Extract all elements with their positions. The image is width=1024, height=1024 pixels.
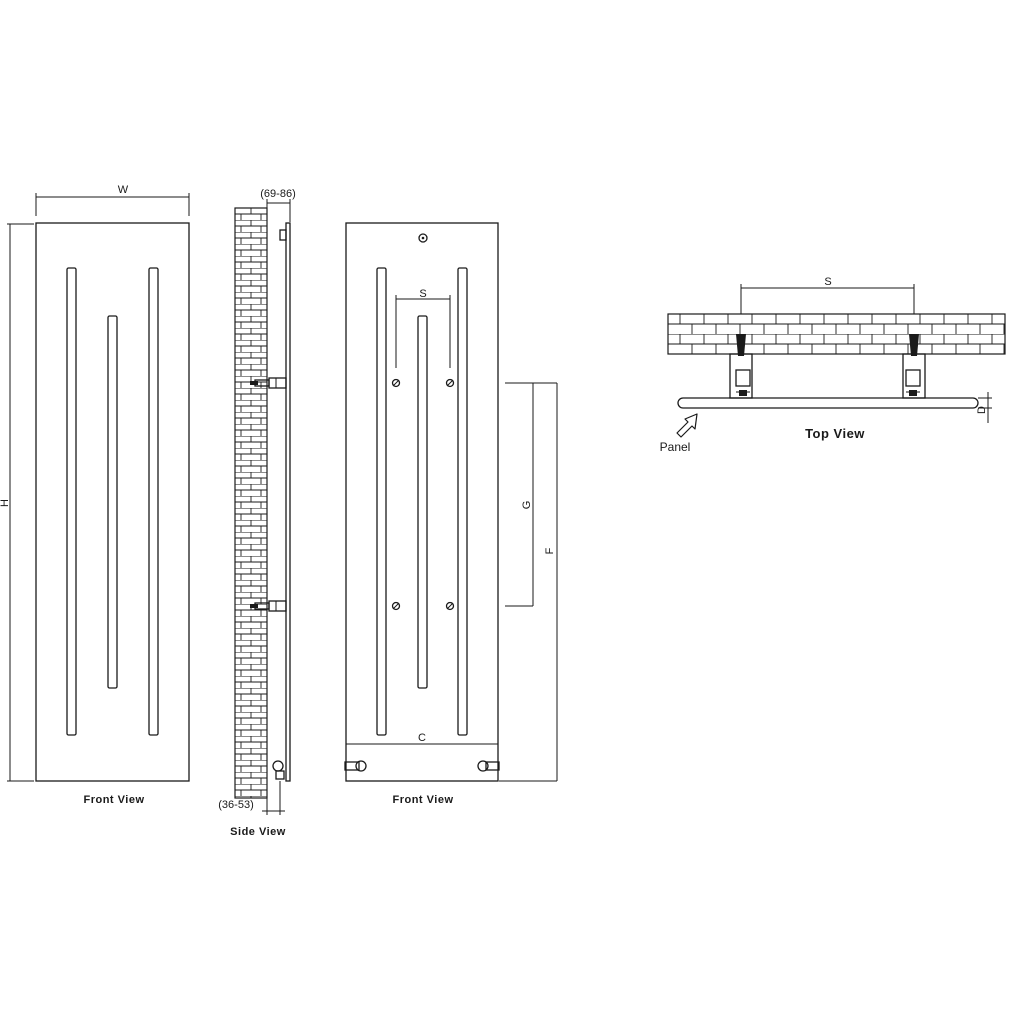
pipe-height-label: F bbox=[544, 547, 556, 554]
panel-slot-right-2 bbox=[457, 267, 468, 736]
panel-slot-right bbox=[148, 267, 159, 736]
bracket-spacing-top-label: S bbox=[824, 276, 831, 288]
panel-label: Panel bbox=[660, 440, 691, 454]
front-view-1: W H Front View bbox=[0, 184, 190, 806]
top-view-caption: Top View bbox=[805, 426, 865, 441]
wall-brick-section bbox=[234, 207, 268, 799]
top-wall-brick bbox=[667, 313, 1006, 355]
front-view-2: S C G F Front View bbox=[344, 222, 558, 806]
top-fixing-point bbox=[418, 233, 428, 243]
radiator-panel bbox=[35, 222, 190, 782]
front-view-2-caption: Front View bbox=[392, 794, 453, 806]
top-view-panel bbox=[677, 397, 979, 409]
panel-slot-left-2 bbox=[376, 267, 387, 736]
side-view: (69-86) (36-53) Side View bbox=[218, 188, 295, 838]
top-fixing bbox=[279, 229, 287, 241]
panel-slot-middle bbox=[107, 315, 118, 689]
side-view-caption: Side View bbox=[230, 826, 286, 838]
lower-bracket bbox=[250, 600, 287, 612]
side-panel bbox=[285, 222, 291, 782]
wall-gap-bottom-label: (36-53) bbox=[218, 799, 253, 811]
panel-pointer-arrow bbox=[676, 413, 698, 438]
wall-gap-top-label: (69-86) bbox=[260, 188, 295, 200]
top-view: S D Panel Top View bbox=[660, 276, 1006, 454]
depth-label: D bbox=[976, 406, 988, 414]
upper-bracket bbox=[250, 377, 287, 389]
vertical-bracket-spacing-label: G bbox=[521, 501, 533, 510]
bracket-fixings bbox=[391, 378, 455, 611]
panel-slot-left bbox=[66, 267, 77, 736]
bracket-spacing-front-label: S bbox=[419, 288, 426, 300]
right-valve bbox=[477, 760, 500, 772]
pipe-centres-label: C bbox=[418, 732, 426, 744]
top-bracket-right bbox=[902, 334, 926, 399]
height-label: H bbox=[0, 499, 11, 507]
top-bracket-left bbox=[729, 334, 753, 399]
front-view-1-caption: Front View bbox=[83, 794, 144, 806]
side-valve bbox=[272, 760, 284, 772]
left-valve bbox=[344, 760, 367, 772]
panel-slot-middle-2 bbox=[417, 315, 428, 689]
radiator-panel-2 bbox=[345, 222, 499, 782]
width-label: W bbox=[118, 184, 129, 196]
